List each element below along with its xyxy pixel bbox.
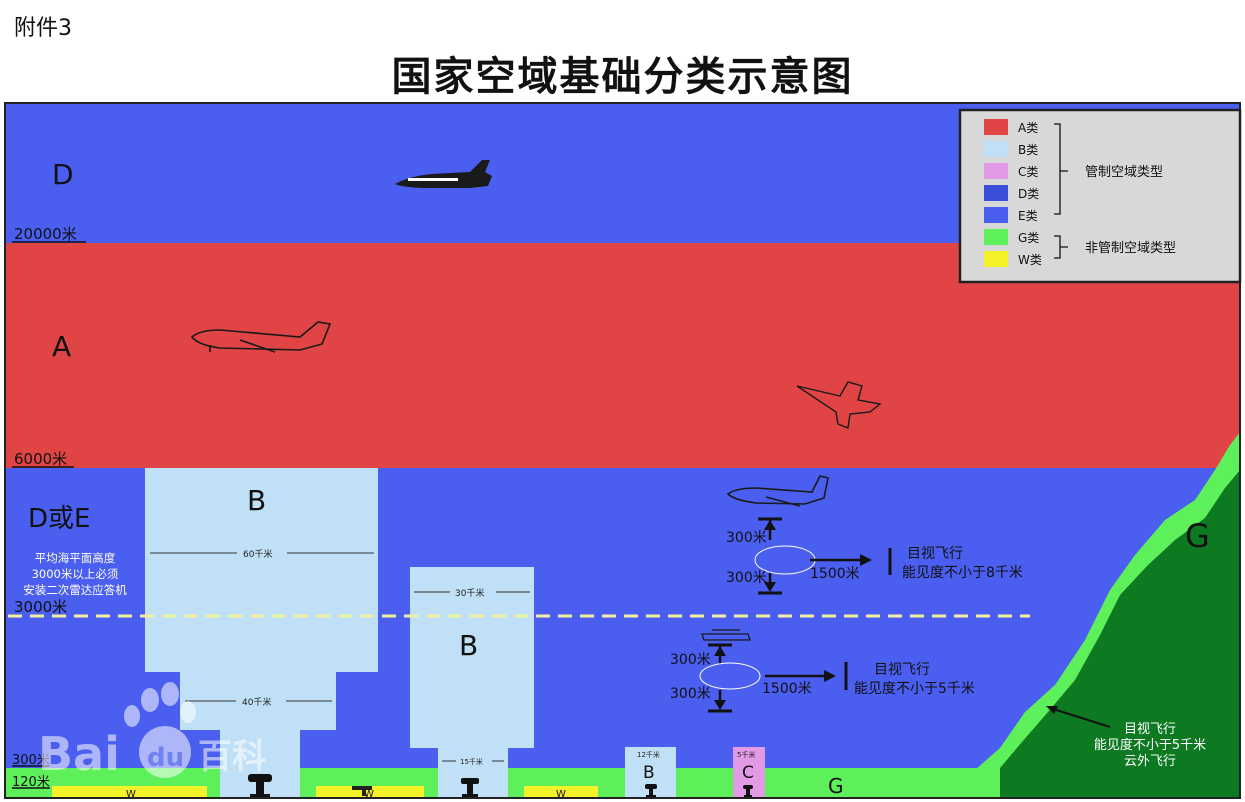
vfr-upper-horizontal: 1500米 [810, 566, 860, 582]
vfr-lower-title: 目视飞行 [874, 662, 930, 678]
legend-swatch-e [984, 207, 1008, 223]
zone-letter-w-1: W [126, 789, 136, 800]
legend-bracket-uncontrolled [1054, 235, 1068, 259]
watermark-latin: Bai [38, 727, 120, 781]
fighter-jet-icon [796, 381, 882, 429]
zone-letter-c-small: C [742, 763, 754, 783]
drone-icon [352, 786, 372, 796]
label-20000: 20000米 [14, 225, 77, 243]
radius-c1: 5千米 [737, 750, 755, 759]
zone-letter-b-small: B [643, 763, 655, 783]
legend-swatch-w [984, 251, 1008, 267]
zone-w-1 [52, 786, 207, 798]
legend-bracket-controlled [1054, 123, 1068, 215]
transponder-note-line3: 安装二次雷达应答机 [23, 583, 127, 597]
airliner-icon-upper-vfr [726, 475, 829, 507]
vfr-upper-below: 300米 [726, 570, 767, 586]
radius-b1-lower: 40千米 [242, 696, 271, 708]
airliner-icon-a [190, 321, 332, 353]
legend-label-g: G类 [1018, 231, 1039, 245]
zone-letter-w-3: W [556, 789, 566, 800]
legend: A类 B类 C类 D类 E类 G类 W类 管制空域类型 非管制空域类型 [958, 108, 1242, 284]
diagram-frame [4, 102, 1241, 799]
g-vfr-clouds: 云外飞行 [1124, 754, 1176, 769]
legend-group-uncontrolled: 非管制空域类型 [1085, 241, 1176, 256]
zone-w-2 [316, 786, 424, 798]
mountain-g-dark [1000, 470, 1240, 798]
transponder-note-line2: 3000米以上必须 [32, 567, 119, 581]
legend-label-w: W类 [1018, 253, 1042, 267]
control-tower-icon-2 [461, 778, 479, 798]
legend-swatch-b [984, 141, 1008, 157]
zone-letter-g-ground: G [828, 774, 844, 798]
diagram-title: 国家空域基础分类示意图 [391, 53, 854, 100]
vfr-lower-above: 300米 [670, 652, 711, 668]
cloud-icon [699, 662, 761, 690]
label-3000: 3000米 [14, 598, 67, 616]
small-plane-icon [701, 629, 751, 641]
radius-b2-lower: 15千米 [460, 757, 483, 766]
zone-b-large [145, 468, 378, 798]
vfr-upper-title: 目视飞行 [907, 546, 963, 562]
legend-label-b: B类 [1018, 143, 1038, 157]
baidu-watermark: Bai du 百科 [38, 682, 266, 781]
control-tower-icon-1 [248, 774, 272, 798]
legend-swatch-g [984, 229, 1008, 245]
zone-w-3 [524, 786, 598, 798]
watermark-du: du [147, 743, 184, 773]
zone-letter-b-large: B [247, 484, 266, 517]
zone-letter-w-2: W [364, 789, 374, 800]
zone-b-medium [410, 567, 534, 798]
space-shuttle-icon [395, 160, 492, 188]
legend-label-e: E类 [1018, 209, 1038, 223]
label-6000: 6000米 [14, 450, 67, 468]
paw-icon [124, 682, 196, 727]
watermark-cn: 百科 [198, 737, 266, 777]
vfr-upper-above: 300米 [726, 530, 767, 546]
g-vfr-visibility: 能见度不小于5千米 [1094, 737, 1206, 753]
vfr-lower-graphic [699, 643, 848, 713]
label-300: 300米 [12, 753, 50, 768]
legend-swatch-a [984, 119, 1008, 135]
g-vfr-title: 目视飞行 [1124, 722, 1176, 737]
legend-group-controlled: 管制空域类型 [1085, 165, 1163, 180]
vfr-lower-below: 300米 [670, 686, 711, 702]
legend-label-d: D类 [1018, 187, 1039, 201]
legend-label-c: C类 [1018, 165, 1038, 179]
radius-b1-upper: 60千米 [243, 548, 272, 560]
zone-letter-d: D [52, 158, 74, 191]
radius-b3: 12千米 [637, 750, 660, 759]
legend-swatch-c [984, 163, 1008, 179]
control-tower-icon-3 [645, 784, 657, 798]
zone-letter-b-medium: B [459, 629, 478, 662]
g-vfr-pointer [1049, 707, 1111, 728]
label-120: 120米 [12, 775, 50, 790]
legend-swatch-d [984, 185, 1008, 201]
zone-letter-g-mountain: G [1185, 517, 1210, 555]
zone-letter-d-or-e: D或E [28, 504, 90, 534]
vfr-lower-visibility: 能见度不小于5千米 [854, 681, 975, 697]
transponder-note-line1: 平均海平面高度 [35, 551, 116, 565]
vfr-upper-graphic [754, 517, 892, 595]
control-tower-icon-4 [743, 785, 753, 798]
zone-letter-a: A [52, 330, 71, 363]
vfr-lower-horizontal: 1500米 [762, 681, 812, 697]
vfr-upper-visibility: 能见度不小于8千米 [902, 565, 1023, 581]
radius-b2-upper: 30千米 [455, 587, 484, 599]
attachment-label: 附件3 [14, 16, 72, 41]
legend-label-a: A类 [1018, 121, 1038, 135]
